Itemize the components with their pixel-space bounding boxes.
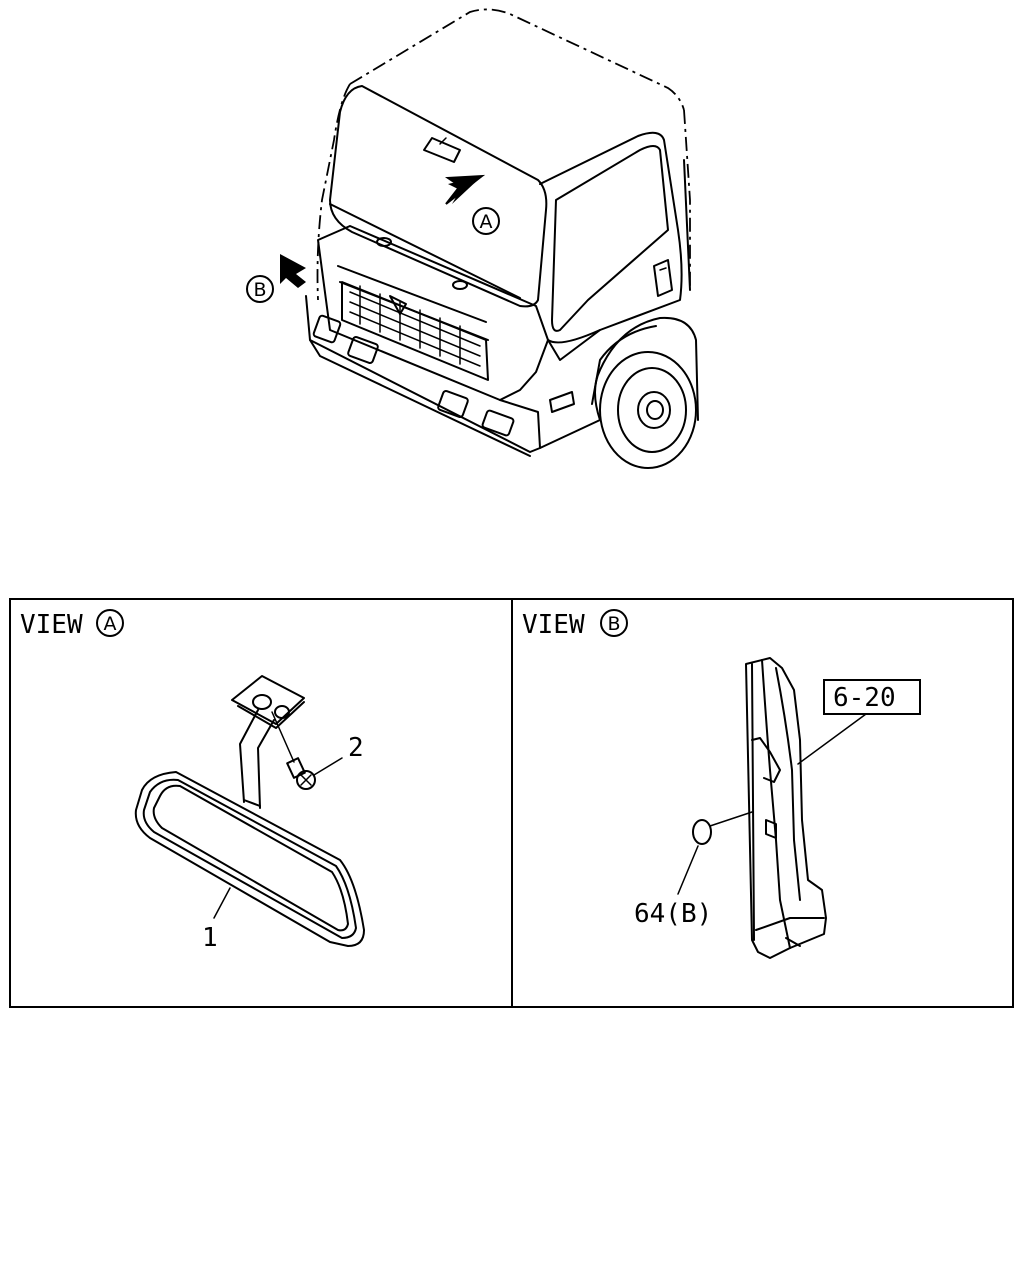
- arrow-b-icon: [280, 254, 306, 288]
- view-b-title: VIEW: [522, 610, 585, 640]
- part-label-2: 2: [348, 733, 364, 763]
- callout-b: B: [246, 275, 274, 303]
- reference-box: [823, 679, 921, 715]
- part-label-1: 1: [202, 923, 218, 953]
- callout-a: A: [472, 207, 500, 235]
- callout-b-letter: B: [253, 279, 266, 301]
- view-a-title: VIEW: [20, 610, 83, 640]
- view-a-panel: VIEW A 2 1: [20, 609, 365, 953]
- view-a-marker: A: [104, 613, 117, 635]
- part-label-64b: 64(B): [634, 899, 712, 929]
- callout-a-letter: A: [480, 211, 493, 233]
- truck-cab-illustration: [280, 8, 699, 469]
- view-b-marker: B: [607, 613, 620, 635]
- view-b-panel: VIEW B 6-20 64(B): [522, 609, 921, 959]
- reference-label: 6-20: [833, 683, 896, 713]
